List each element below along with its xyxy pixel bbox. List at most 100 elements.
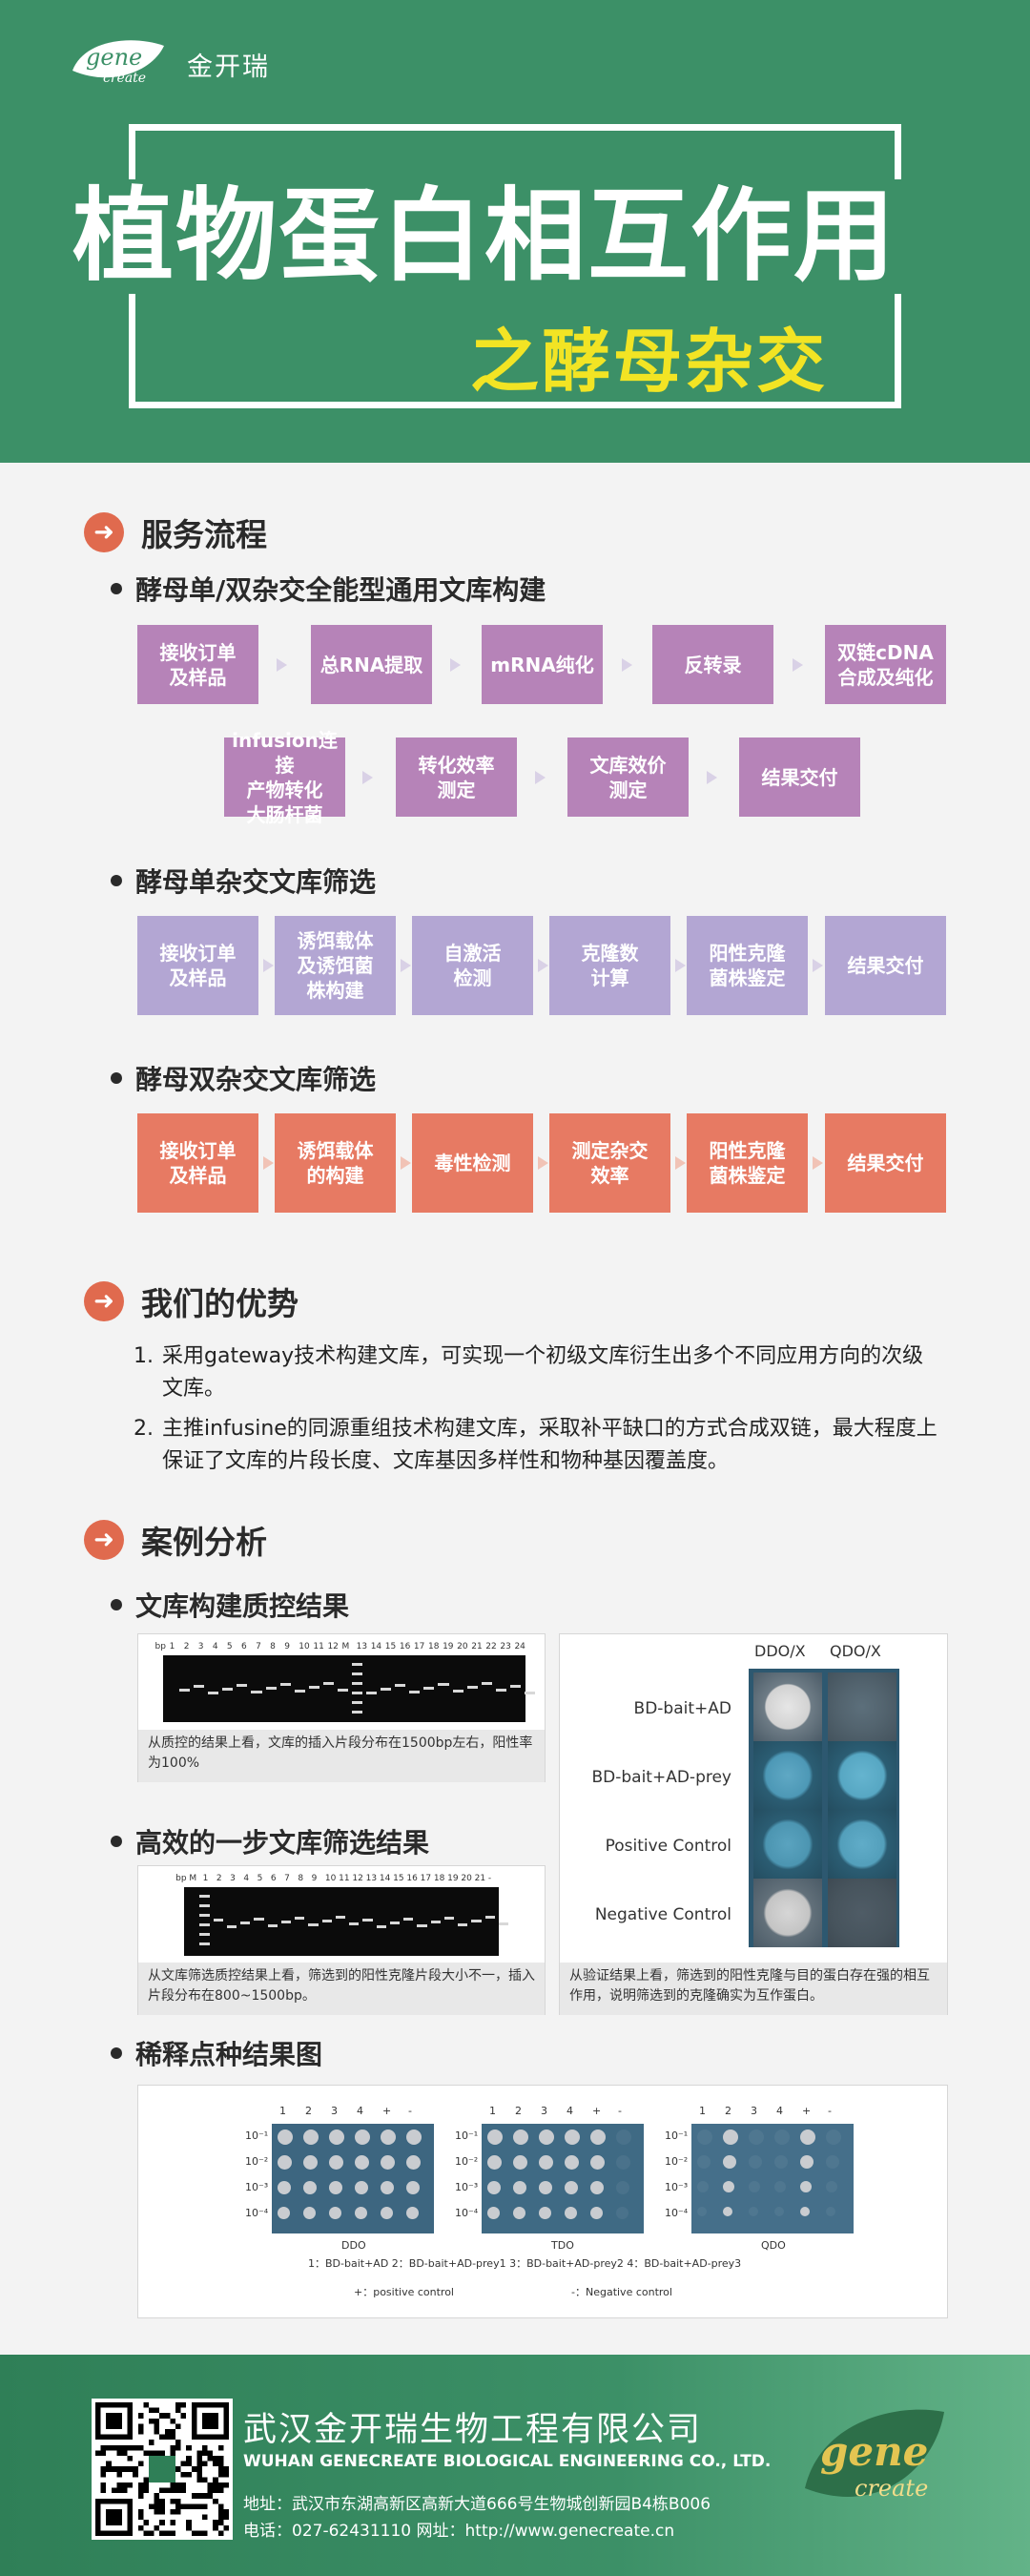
yeast-spot xyxy=(381,2155,395,2170)
marker-band xyxy=(199,1914,210,1917)
footer: 武汉金开瑞生物工程有限公司 WUHAN GENECREATE BIOLOGICA… xyxy=(0,2355,1030,2576)
screen-caption: 从文库筛选质控结果上看，筛选到的阳性克隆片段大小不一，插入片段分布在800~15… xyxy=(138,1963,545,2015)
arrow-icon xyxy=(538,1156,548,1170)
yeast-spot xyxy=(406,2207,419,2219)
marker-band xyxy=(199,1942,210,1945)
sample-band xyxy=(389,1922,400,1924)
gel-image xyxy=(163,1655,535,1722)
row-label: 10⁻⁴ xyxy=(455,2207,479,2219)
sample-band xyxy=(322,1682,334,1685)
qc-title: 文库构建质控结果 xyxy=(135,1590,350,1622)
yeast-spot xyxy=(590,2181,604,2194)
yeast-colony xyxy=(828,1810,896,1879)
sample-band xyxy=(452,1690,464,1693)
gel-lane-label: 7 xyxy=(284,1874,290,1883)
sample-band xyxy=(226,1925,237,1928)
flow2-heading: 酵母单杂交文库筛选 xyxy=(111,862,376,900)
yeast-spot xyxy=(381,2207,393,2219)
yeast-spot xyxy=(278,2181,291,2194)
bullet-icon xyxy=(111,1836,122,1847)
dilution-heading: 稀释点种结果图 xyxy=(111,2034,322,2072)
flow1-heading: 酵母单/双杂交全能型通用文库构建 xyxy=(111,570,546,608)
yeast-spot xyxy=(487,2129,503,2145)
bullet-icon xyxy=(111,875,122,886)
gel-image xyxy=(184,1887,508,1956)
yeast-spot xyxy=(616,2181,629,2194)
flow3-heading: 酵母双杂交文库筛选 xyxy=(111,1059,376,1097)
row-label: 10⁻² xyxy=(455,2155,479,2168)
yeast-spot xyxy=(565,2155,579,2170)
item-number: 1. xyxy=(134,1344,154,1368)
flow1-step-6: infusion连接产物转化大肠杆菌 xyxy=(224,729,345,826)
sample-band xyxy=(395,1684,406,1687)
qr-code[interactable] xyxy=(92,2399,233,2540)
yeast-colony xyxy=(828,1741,896,1810)
col-label: 3 xyxy=(331,2105,338,2117)
dilution-title: 稀释点种结果图 xyxy=(135,2039,323,2070)
screen-heading: 高效的一步文库筛选结果 xyxy=(111,1822,429,1860)
gel-lane-label: 9 xyxy=(311,1874,318,1883)
yeast-spot xyxy=(697,2129,712,2145)
sample-band xyxy=(237,1684,248,1687)
col-label: 3 xyxy=(751,2105,757,2117)
yeast-spot xyxy=(774,2129,790,2145)
row-label: 10⁻³ xyxy=(665,2181,689,2193)
yeast-spot xyxy=(513,2181,526,2194)
company-name-en: WUHAN GENECREATE BIOLOGICAL ENGINEERING … xyxy=(243,2452,772,2471)
yeast-spot xyxy=(616,2207,628,2219)
sample-band xyxy=(267,1924,278,1927)
col-label: 2 xyxy=(725,2105,731,2117)
flow3-step-4: 测定杂交效率 xyxy=(549,1113,670,1213)
arrow-icon xyxy=(675,959,686,972)
yeast-spot xyxy=(329,2207,341,2219)
col-label: 4 xyxy=(776,2105,783,2117)
sample-band xyxy=(381,1688,392,1691)
col-label: 1 xyxy=(279,2105,286,2117)
row-label: 10⁻¹ xyxy=(665,2129,689,2142)
gel-lane-label: 13 xyxy=(356,1642,368,1652)
arrow-icon xyxy=(707,771,717,784)
yeast-spot xyxy=(355,2155,369,2170)
row-label: Positive Control xyxy=(605,1837,731,1856)
col-label: + xyxy=(382,2105,392,2117)
flow1-step-4: 反转录 xyxy=(652,625,773,704)
yeast-spot xyxy=(406,2155,421,2170)
plate-label: QDO xyxy=(761,2239,786,2252)
yeast-spot xyxy=(513,2207,525,2219)
sample-band xyxy=(295,1917,305,1920)
sample-band xyxy=(254,1918,264,1921)
arrow-icon xyxy=(813,959,823,972)
genecreate-leaf-logo: gene create xyxy=(792,2393,954,2526)
sample-band xyxy=(481,1682,492,1685)
sample-band xyxy=(279,1683,291,1686)
col-label: 4 xyxy=(566,2105,573,2117)
advantage-item-2: 2.主推infusine的同源重组技术构建文库，采取补平缺口的方式合成双链，最大… xyxy=(134,1413,954,1478)
row-label: 10⁻³ xyxy=(245,2181,269,2193)
sample-band xyxy=(409,1691,421,1693)
item-text: 主推infusine的同源重组技术构建文库，采取补平缺口的方式合成双链，最大程度… xyxy=(162,1417,937,1473)
sample-band xyxy=(179,1689,191,1692)
arrow-icon xyxy=(362,771,373,784)
yeast-spot xyxy=(590,2207,603,2219)
col-label: 2 xyxy=(515,2105,522,2117)
yeast-spot xyxy=(487,2207,500,2219)
gel-lane-label: 15 xyxy=(384,1642,397,1652)
company-address: 地址：武汉市东湖高新区高新大道666号生物城创新园B4栋B006 xyxy=(243,2495,711,2514)
qc-heading: 文库构建质控结果 xyxy=(111,1586,349,1624)
sample-band xyxy=(337,1689,348,1692)
gel-lane-label: 4 xyxy=(243,1874,250,1883)
flow3-step-6: 结果交付 xyxy=(825,1113,946,1213)
yeast-spot xyxy=(800,2181,812,2192)
gel-lane-label: 18 xyxy=(433,1874,445,1883)
plate-qdo xyxy=(691,2124,854,2233)
brand-name: 金开瑞 xyxy=(187,52,270,82)
qc-caption: 从质控的结果上看，文库的插入片段分布在1500bp左右，阳性率为100% xyxy=(138,1730,545,1782)
gel-lane-label: 2 xyxy=(183,1642,190,1652)
row-label: 10⁻³ xyxy=(455,2181,479,2193)
col-label: + xyxy=(802,2105,812,2117)
gel-lane-label: 7 xyxy=(256,1642,261,1652)
gel-lane-label: 23 xyxy=(500,1642,511,1652)
yeast-spot xyxy=(749,2207,758,2216)
gel-lane-label: - xyxy=(487,1874,492,1883)
col-label: 1 xyxy=(489,2105,496,2117)
